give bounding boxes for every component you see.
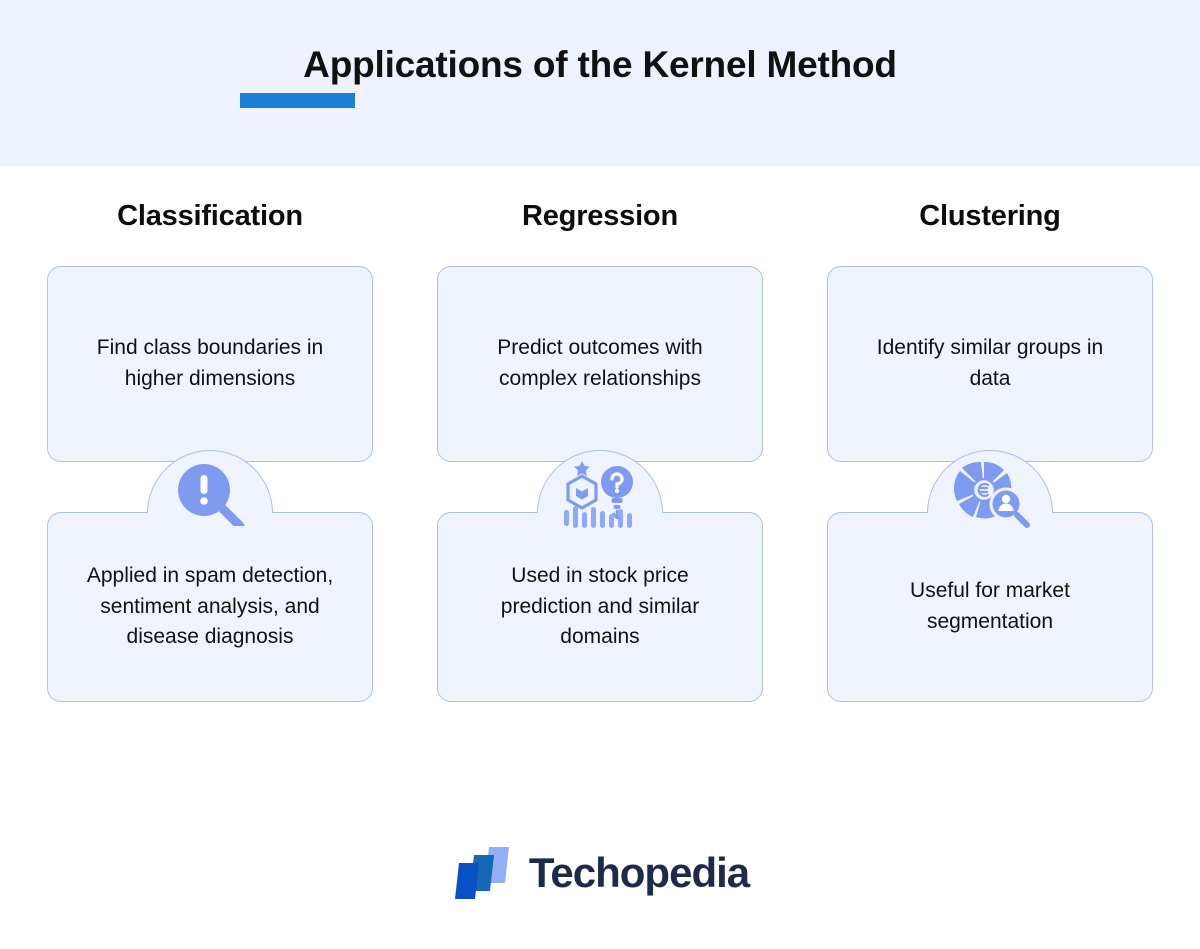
notch-mask — [148, 510, 272, 515]
column-regression: Regression Predict outcomes with complex… — [437, 166, 763, 702]
column-classification: Classification Find class boundaries in … — [47, 166, 373, 702]
header-band — [0, 0, 1200, 166]
column-heading-clustering: Clustering — [919, 199, 1061, 232]
columns-container: Classification Find class boundaries in … — [0, 166, 1200, 702]
notch-mask — [928, 510, 1052, 515]
techopedia-logo: Techopedia — [0, 845, 1200, 901]
bottom-card-wrap-classification: Applied in spam detection, sentiment ana… — [47, 450, 373, 702]
column-heading-classification: Classification — [117, 199, 303, 232]
column-clustering: Clustering Identify similar groups in da… — [827, 166, 1153, 702]
bottom-card-classification: Applied in spam detection, sentiment ana… — [47, 512, 373, 702]
top-card-classification: Find class boundaries in higher dimensio… — [47, 266, 373, 462]
bottom-card-regression: Used in stock price prediction and simil… — [437, 512, 763, 702]
bottom-card-clustering: Useful for market segmentation — [827, 512, 1153, 702]
top-card-regression: Predict outcomes with complex relationsh… — [437, 266, 763, 462]
page-title: Applications of the Kernel Method — [303, 44, 897, 85]
title-accent-underline — [240, 93, 355, 108]
techopedia-logo-mark — [454, 847, 509, 899]
logo-wordmark: Techopedia — [528, 849, 750, 896]
top-card-clustering: Identify similar groups in data — [827, 266, 1153, 462]
bottom-card-wrap-clustering: Useful for market segmentation — [827, 450, 1153, 702]
bottom-card-wrap-regression: Used in stock price prediction and simil… — [437, 450, 763, 702]
column-heading-regression: Regression — [522, 199, 678, 232]
notch-mask — [538, 510, 662, 515]
